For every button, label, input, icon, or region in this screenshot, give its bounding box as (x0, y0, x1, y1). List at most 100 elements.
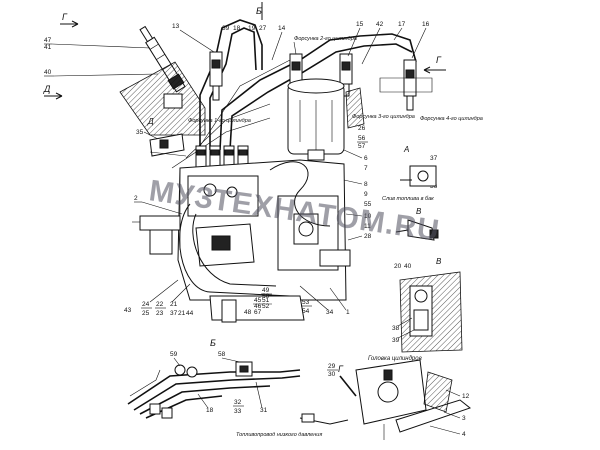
callout-30: 30 (328, 371, 336, 378)
callout-13: 13 (172, 23, 180, 30)
bracket-section (345, 87, 365, 129)
view-g-right-marker: Г (423, 55, 446, 74)
injector-4-note: Форсунка 4-го цилиндра (420, 116, 483, 122)
callout-39b: 39 (392, 337, 400, 344)
high-pressure-lines (171, 19, 417, 169)
callout-16: 16 (422, 21, 430, 28)
pump-center-callouts: 49 50 45 46 51 52 48 67 53 54 34 1 (244, 285, 350, 316)
callout-32: 32 (234, 399, 242, 406)
callout-40: 40 (44, 69, 52, 76)
injector-3 (339, 53, 353, 97)
detail-g-injector: Г 47 41 40 Д (43, 12, 206, 136)
view-g-right-label: Г (436, 55, 442, 65)
callout-21b: 21 (178, 310, 186, 317)
callout-57: 57 (358, 143, 366, 150)
view-g-bottom-label: Г (338, 364, 344, 374)
detail-a-drain: А 37 36 Слив топлива в бак (382, 145, 438, 202)
view-d-detail-label: Д (147, 117, 154, 126)
view-a-label: А (403, 145, 409, 154)
callout-31: 31 (260, 407, 268, 414)
view-v-detail-label: В (436, 257, 442, 266)
callout-21: 21 (170, 301, 178, 308)
callout-25: 25 (142, 310, 150, 317)
callout-37b: 37 (170, 310, 178, 317)
callout-27: 27 (259, 25, 267, 32)
view-b-bottom-label: Б (210, 338, 216, 348)
callout-29: 29 (328, 363, 336, 370)
callout-42: 42 (376, 21, 384, 28)
detail-d-clip: Д 35 (136, 117, 187, 157)
callout-51: 51 (262, 297, 270, 304)
callout-18b: 18 (206, 407, 214, 414)
callout-53: 53 (302, 299, 310, 306)
callout-20: 20 (394, 263, 402, 270)
left-callouts: 2 (134, 195, 183, 215)
pump-bottom-callouts: 43 24 25 22 23 37 21 44 21 (124, 279, 194, 317)
callout-44: 44 (186, 310, 194, 317)
cylinder-head-note: Головка цилиндров (368, 356, 422, 362)
callout-10: 10 (364, 213, 372, 220)
callout-59: 59 (170, 351, 178, 358)
view-g-left-label: Г (62, 12, 68, 22)
callout-24: 24 (142, 301, 150, 308)
detail-v-section: В 20 40 38 39 (392, 257, 463, 353)
callout-43: 43 (124, 307, 132, 314)
detail-v-marker: В (395, 207, 439, 241)
callout-28: 28 (364, 233, 372, 240)
callout-1: 1 (346, 309, 350, 316)
callout-56: 56 (358, 135, 366, 142)
callout-40b: 40 (404, 263, 412, 270)
injection-pump (132, 145, 351, 323)
callout-45: 45 (254, 297, 262, 304)
callout-3: 3 (462, 415, 466, 422)
callout-18: 18 (233, 25, 241, 32)
callout-49: 49 (262, 287, 270, 294)
injector-3-note: Форсунка 3-го цилиндра (352, 114, 415, 120)
callout-41: 41 (44, 44, 52, 51)
callout-58: 58 (218, 351, 226, 358)
callout-2: 2 (134, 195, 138, 202)
view-b-marker: Б (256, 2, 263, 20)
callout-8: 8 (364, 181, 368, 188)
callout-11: 11 (364, 223, 371, 230)
drain-note: Слив топлива в бак (382, 196, 434, 202)
callout-23: 23 (156, 310, 164, 317)
injector-annotations: Форсунка 2-го цилиндра Форсунка 1-го цил… (188, 36, 483, 124)
callout-35: 35 (136, 129, 144, 136)
injector-4 (379, 59, 433, 111)
callout-67: 67 (254, 309, 262, 316)
callout-15: 15 (356, 21, 364, 28)
injector-1-note: Форсунка 1-го цилиндра (188, 118, 251, 124)
view-d-left-label: Д (43, 84, 51, 94)
callout-39: 39 (222, 25, 230, 32)
callout-33: 33 (234, 408, 242, 415)
view-b-label: Б (256, 6, 262, 16)
top-callouts: 13 39 18 19 27 14 15 42 17 16 (172, 21, 430, 65)
callout-6: 6 (364, 155, 368, 162)
callout-50: 50 (262, 293, 270, 300)
callout-19: 19 (248, 25, 256, 32)
fuel-filter (287, 78, 345, 161)
view-b-pipes: Б 59 58 32 33 31 18 (127, 338, 301, 419)
callout-12: 12 (462, 393, 470, 400)
callout-38: 38 (392, 325, 400, 332)
callout-14: 14 (278, 25, 286, 32)
callout-48: 48 (244, 309, 252, 316)
view-v-label: В (416, 207, 422, 216)
view-g-cylinder-head: Г Головка цилиндров 29 30 12 3 4 (327, 356, 472, 440)
callout-54: 54 (302, 308, 310, 315)
low-pressure-line: Топливопровод низкого давления (236, 413, 349, 438)
callout-9: 9 (364, 191, 368, 198)
callout-46: 46 (254, 303, 262, 310)
callout-47: 47 (44, 37, 52, 44)
callout-34: 34 (326, 309, 334, 316)
callout-4: 4 (462, 431, 466, 438)
right-callouts: 26 56 57 6 7 8 9 55 10 11 28 (343, 125, 372, 241)
callout-55: 55 (364, 201, 372, 208)
callout-7: 7 (364, 165, 368, 172)
callout-22: 22 (156, 301, 164, 308)
callout-37a: 37 (430, 155, 438, 162)
injector-2-note: Форсунка 2-го цилиндра (294, 36, 357, 42)
injector-1 (209, 51, 223, 101)
